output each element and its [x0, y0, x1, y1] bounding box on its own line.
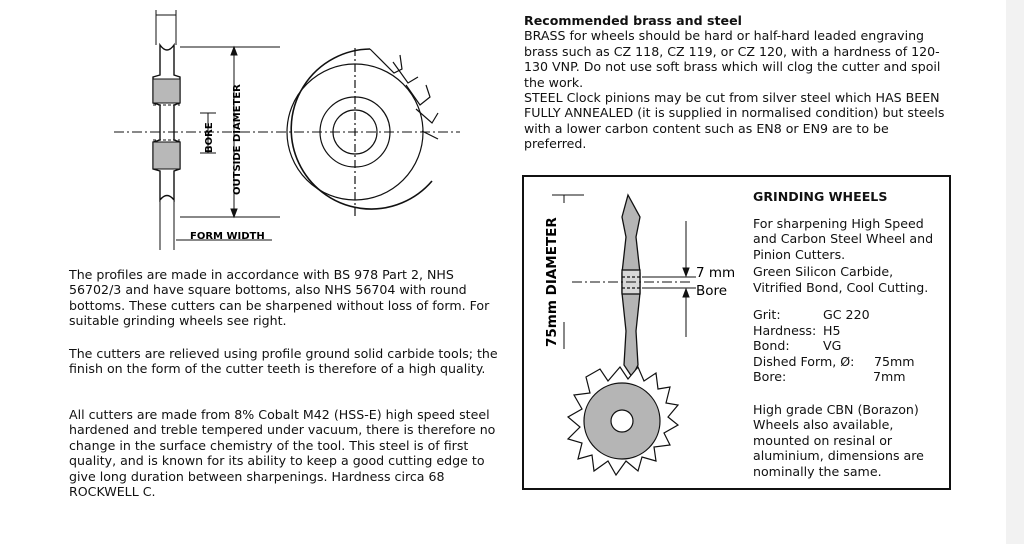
- outside-diameter-dimension: [180, 45, 280, 219]
- spec-row-dished-form: Dished Form, Ø: 75mm: [753, 354, 943, 370]
- relief-paragraph: The cutters are relieved using profile g…: [69, 346, 498, 377]
- grinding-wheels-intro: For sharpening High Speed and Carbon Ste…: [753, 216, 934, 262]
- outside-diameter-label: OUTSIDE DIAMETER: [232, 84, 243, 195]
- bore-dimension: [200, 112, 216, 154]
- pinion-cutter-drawing: [566, 365, 680, 477]
- steel-paragraph: STEEL Clock pinions may be cut from silv…: [524, 90, 945, 152]
- grinding-wheels-title: GRINDING WHEELS: [753, 189, 888, 204]
- bore-size-label: 7 mm: [696, 265, 735, 281]
- spec-label: Hardness:: [753, 322, 817, 338]
- bore-word-label: Bore: [696, 283, 727, 299]
- spec-value: 75mm: [874, 353, 915, 369]
- spec-label: Grit:: [753, 307, 781, 322]
- form-width-label: FORM WIDTH: [190, 231, 265, 242]
- spec-value: GC 220: [823, 307, 870, 322]
- brass-steel-section: Recommended brass and steel BRASS for wh…: [524, 13, 954, 152]
- bore-dimension-arrows: [642, 221, 696, 337]
- cutter-profile: [152, 42, 181, 203]
- cutter-hub-upper: [152, 78, 181, 104]
- spec-value: VG: [823, 338, 842, 353]
- spec-row-hardness: Hardness: H5: [753, 323, 943, 339]
- material-paragraph: All cutters are made from 8% Cobalt M42 …: [69, 407, 496, 500]
- grinding-wheel-diagram: 75mm DIAMETER 7 mm Bore: [544, 193, 735, 477]
- vitrified-bond: Vitrified Bond, Cool Cutting.: [753, 280, 929, 295]
- diameter-label: 75mm DIAMETER: [544, 217, 560, 347]
- green-silicon-carbide: Green Silicon Carbide,: [753, 264, 894, 279]
- cutter-face-view: [286, 48, 439, 217]
- page-edge: [1006, 0, 1024, 544]
- brass-paragraph: BRASS for wheels should be hard or half-…: [524, 28, 941, 90]
- wheel-specs: Grit: GC 220 Hardness: H5 Bond: VG Dishe…: [753, 307, 943, 385]
- cutter-diagram: FORM WIDTH BORE OUTSIDE DIAMETER: [114, 10, 460, 250]
- document-page: [22, 0, 1007, 544]
- form-width-dimension: [159, 200, 272, 250]
- spec-row-bore: Bore: 7mm: [753, 369, 943, 385]
- spec-label: Bond:: [753, 338, 790, 353]
- spec-row-grit: Grit: GC 220: [753, 307, 943, 323]
- diameter-dimension: [552, 194, 584, 349]
- cutter-hub-lower: [152, 141, 181, 170]
- spec-label: Bore:: [753, 369, 787, 384]
- spec-row-bond: Bond: VG: [753, 338, 943, 354]
- cbn-wheels-note: High grade CBN (Borazon) Wheels also ava…: [753, 402, 924, 479]
- spec-value: 7mm: [873, 369, 906, 384]
- brass-steel-heading: Recommended brass and steel: [524, 13, 742, 28]
- spec-label: Dished Form, Ø:: [753, 353, 855, 369]
- width-dimension-top: [155, 10, 177, 45]
- profiles-paragraph: The profiles are made in accordance with…: [69, 267, 490, 329]
- dished-wheel-profile: [621, 193, 641, 379]
- spec-value: H5: [823, 322, 841, 338]
- bore-label: BORE: [204, 122, 215, 153]
- grinding-wheels-box: [522, 175, 951, 490]
